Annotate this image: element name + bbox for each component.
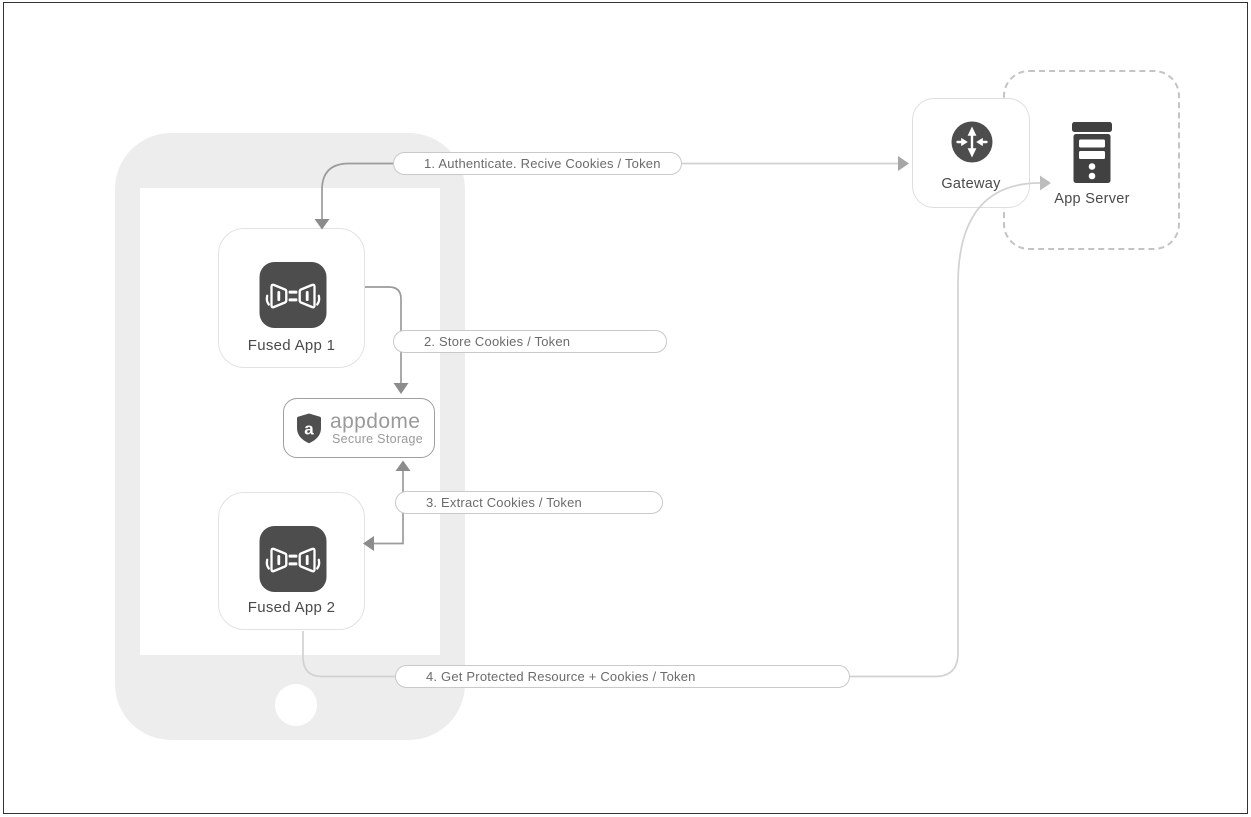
shield-letter: a bbox=[304, 419, 314, 438]
flow-pill-1-label: 1. Authenticate. Recive Cookies / Token bbox=[424, 156, 661, 171]
flow-1-arrowhead-right bbox=[898, 156, 909, 171]
flow-pill-3-label: 3. Extract Cookies / Token bbox=[426, 495, 582, 510]
app-server-label: App Server bbox=[1054, 191, 1130, 207]
gateway-label: Gateway bbox=[941, 176, 1001, 192]
secure-storage-node: a appdome Secure Storage bbox=[283, 398, 435, 458]
server-icon bbox=[1072, 122, 1112, 183]
flow-pill-4-label: 4. Get Protected Resource + Cookies / To… bbox=[426, 669, 696, 684]
plug-icon bbox=[259, 526, 327, 592]
appdome-wordmark: appdome bbox=[330, 409, 421, 433]
fused-app-2-label: Fused App 2 bbox=[247, 599, 336, 616]
appdome-shield-icon: a bbox=[297, 413, 321, 443]
flow-pill-3: 3. Extract Cookies / Token bbox=[395, 491, 663, 514]
gateway-node: Gateway bbox=[912, 98, 1030, 208]
secure-storage-label: Secure Storage bbox=[332, 431, 424, 446]
flow-pill-1: 1. Authenticate. Recive Cookies / Token bbox=[393, 152, 682, 175]
fused-app-1-label: Fused App 1 bbox=[247, 337, 336, 354]
fused-app-2-node: Fused App 2 bbox=[218, 492, 365, 630]
flow-pill-2: 2. Store Cookies / Token bbox=[393, 330, 667, 353]
flow-pill-2-label: 2. Store Cookies / Token bbox=[424, 334, 571, 349]
flow-pill-4: 4. Get Protected Resource + Cookies / To… bbox=[395, 665, 850, 688]
fused-app-1-node: Fused App 1 bbox=[218, 228, 365, 368]
flow-4-line-curve bbox=[850, 182, 1041, 678]
app-server-node: App Server bbox=[1032, 118, 1152, 207]
plug-icon bbox=[259, 262, 327, 328]
phone-home-button bbox=[275, 684, 317, 726]
gateway-arrows-icon bbox=[951, 121, 993, 163]
